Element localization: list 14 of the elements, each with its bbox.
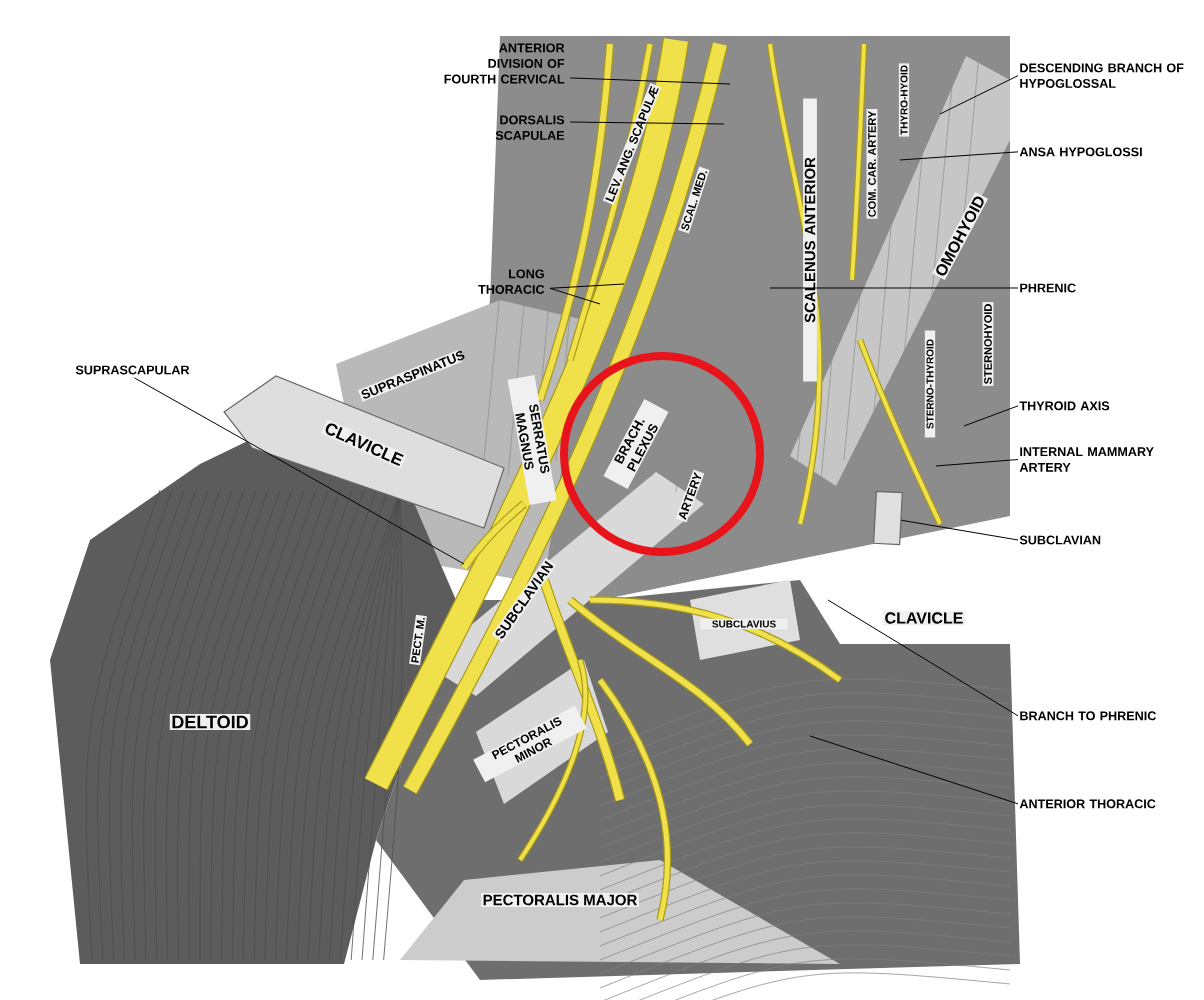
leader-line (899, 151, 1019, 161)
muscle-label: DELTOID (169, 714, 251, 730)
leader-line (901, 519, 1019, 541)
muscle-label: CLAVICLE (883, 610, 965, 626)
leader-line (569, 77, 731, 85)
leader-line (769, 287, 1019, 289)
leader-line (809, 735, 1019, 805)
leader-line (549, 283, 625, 289)
leader-line (569, 121, 725, 125)
leader-line (935, 459, 1019, 467)
leader-line (133, 377, 465, 565)
leader-line (939, 75, 1019, 115)
leader-line (549, 287, 601, 305)
leader-line (827, 599, 1019, 717)
